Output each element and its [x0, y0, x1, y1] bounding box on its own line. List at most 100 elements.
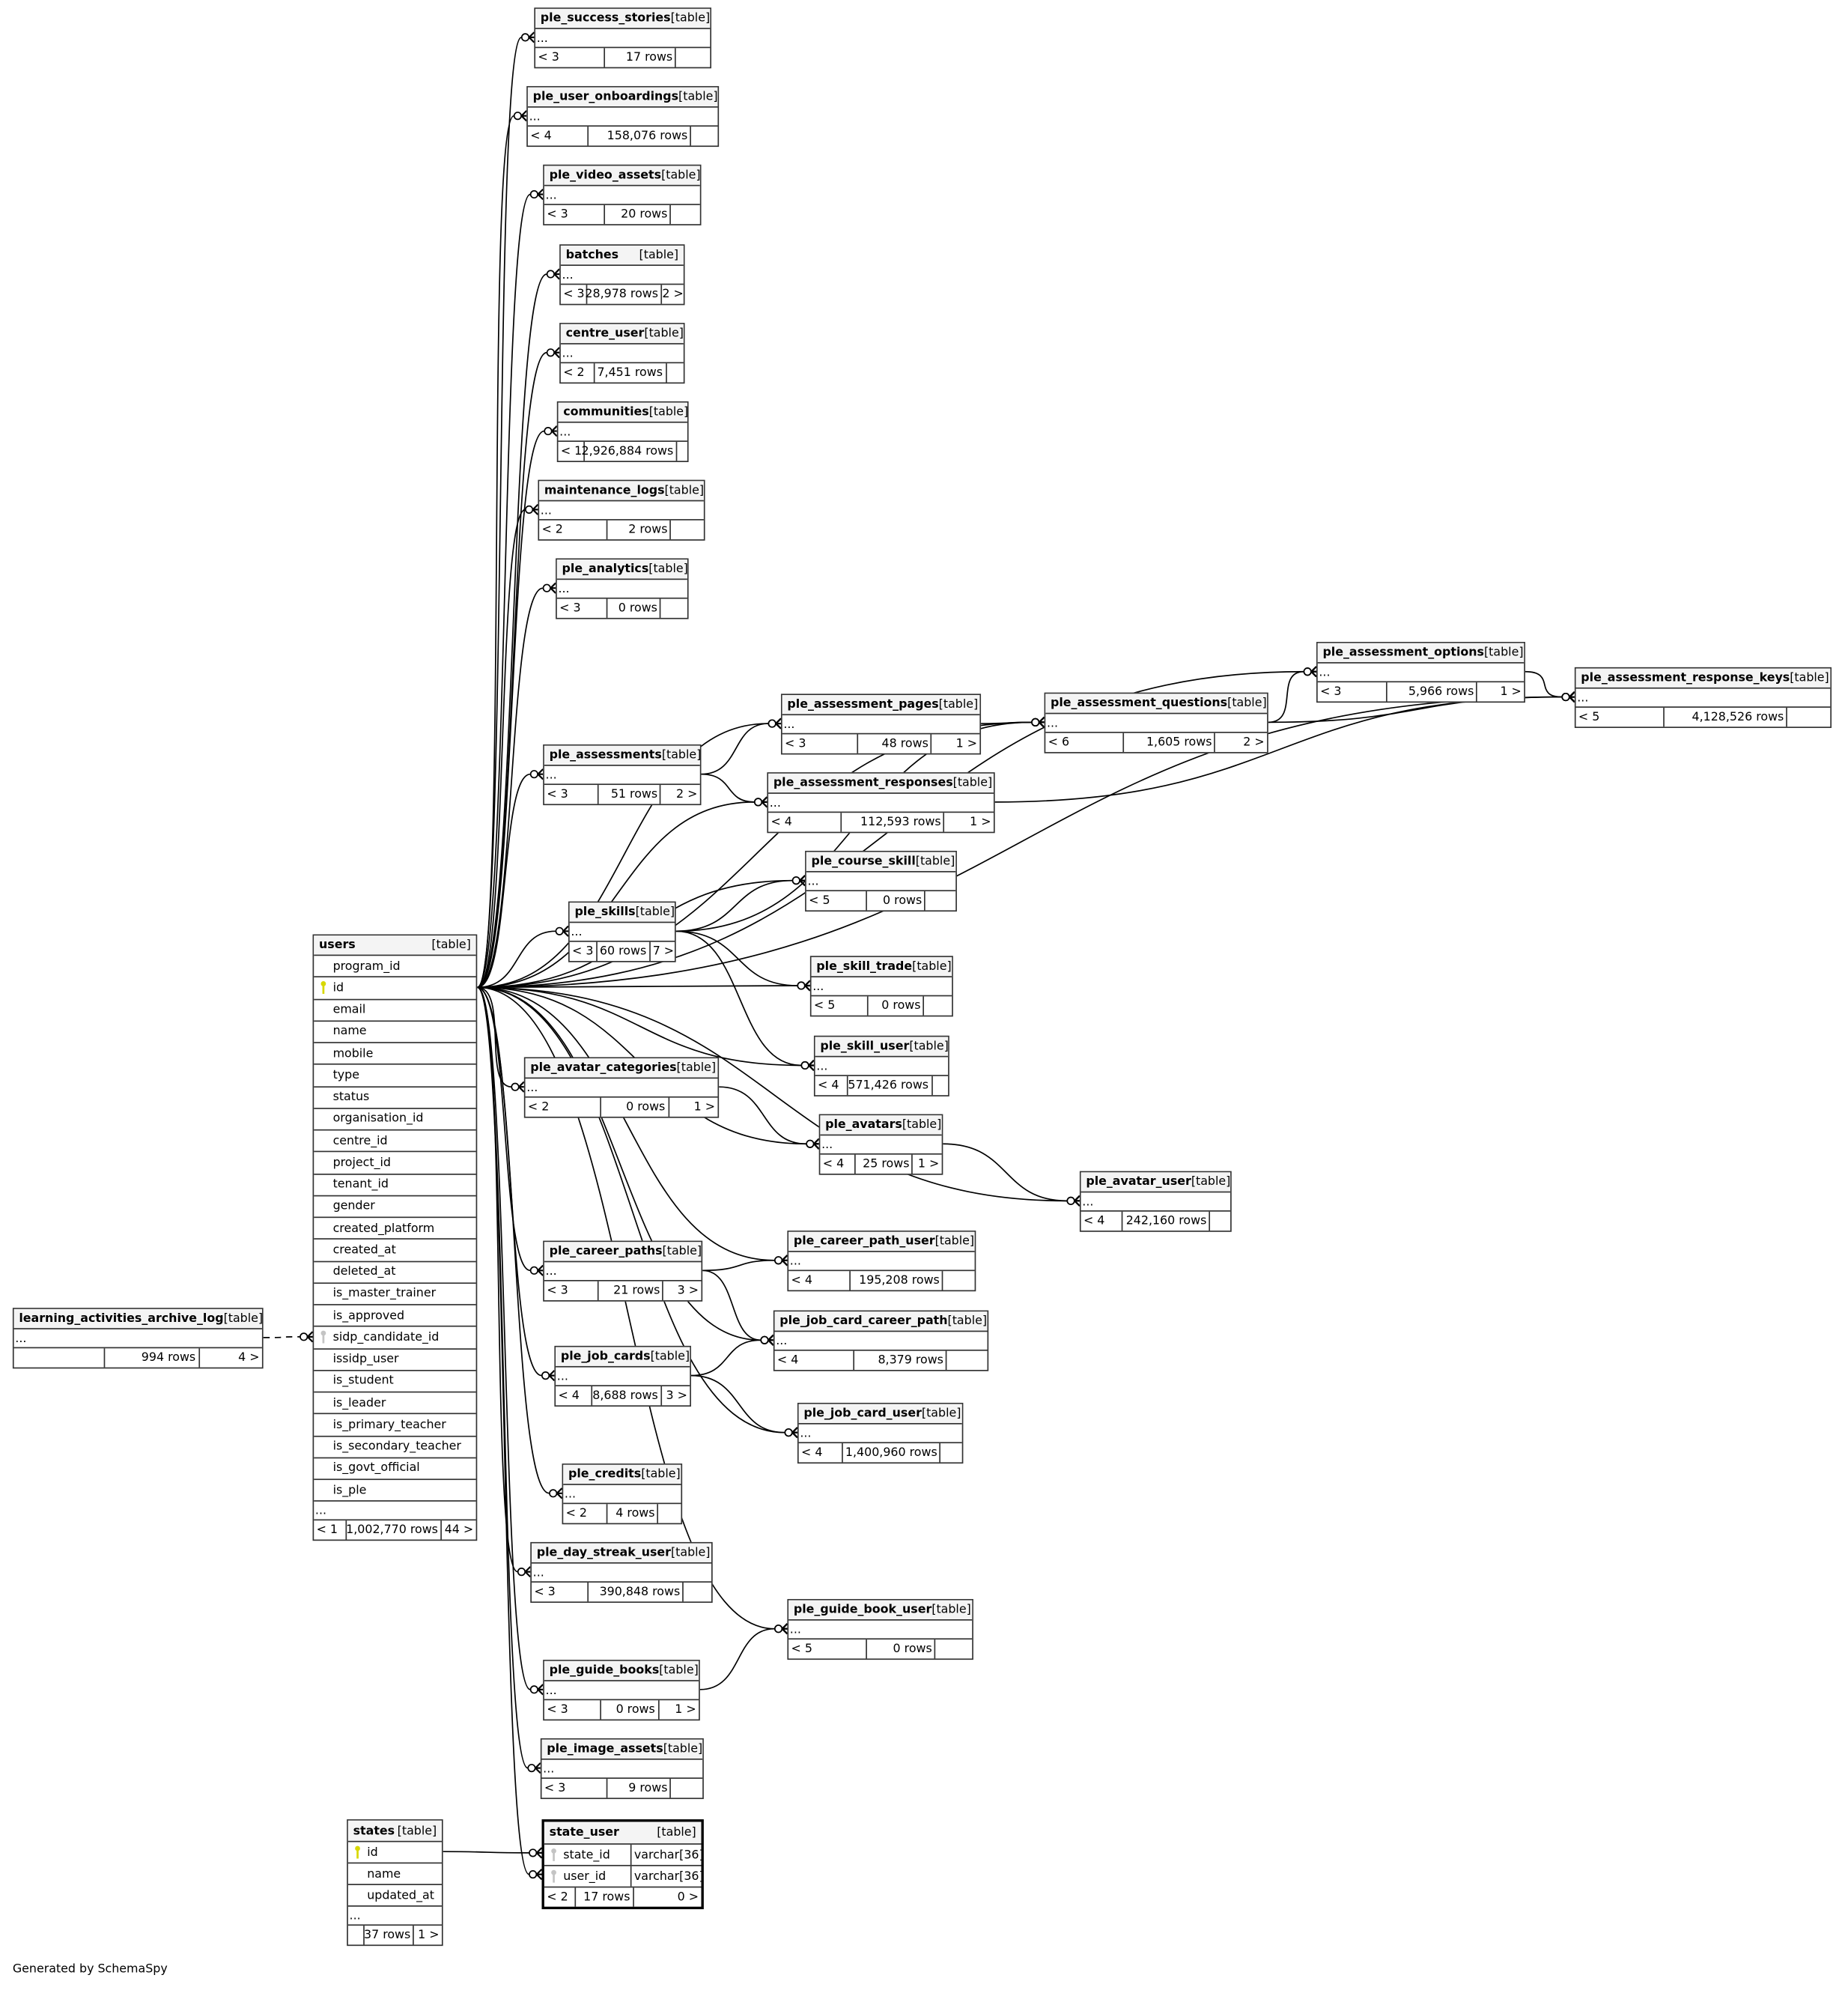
parents-count[interactable]: < 3: [534, 1585, 556, 1599]
parents-count[interactable]: < 6: [1048, 735, 1070, 750]
more-columns-row[interactable]: ...: [539, 501, 704, 521]
table-name[interactable]: ple_career_paths: [549, 1244, 663, 1259]
column-row[interactable]: created_at: [314, 1240, 476, 1262]
table-name[interactable]: ple_skills: [574, 905, 636, 920]
children-count[interactable]: [660, 598, 687, 618]
parents-count[interactable]: < 4: [791, 1273, 812, 1288]
children-count[interactable]: 1 >: [943, 813, 994, 832]
table-name[interactable]: learning_activities_archive_log: [19, 1311, 224, 1326]
children-count[interactable]: [675, 48, 711, 67]
table-name[interactable]: states: [353, 1824, 395, 1838]
parents-count[interactable]: < 3: [547, 787, 568, 802]
table-name[interactable]: ple_assessment_questions: [1051, 696, 1228, 711]
table-name[interactable]: batches: [565, 248, 619, 262]
children-count[interactable]: 1 >: [413, 1926, 442, 1945]
column-row[interactable]: is_primary_teacher: [314, 1415, 476, 1437]
parents-count[interactable]: < 3: [563, 287, 585, 302]
more-columns-row[interactable]: ...: [347, 1907, 442, 1926]
table-name[interactable]: ple_video_assets: [549, 168, 662, 183]
more-columns-row[interactable]: ...: [788, 1252, 975, 1272]
table-name[interactable]: ple_guide_books: [549, 1663, 660, 1678]
table-name[interactable]: ple_user_onboardings: [532, 90, 679, 104]
parents-count[interactable]: [14, 1348, 104, 1367]
children-count[interactable]: [657, 1504, 681, 1523]
more-columns-row[interactable]: ...: [788, 1621, 973, 1640]
children-count[interactable]: [1786, 707, 1831, 727]
children-count[interactable]: 1 >: [1476, 682, 1524, 702]
column-row[interactable]: program_id: [314, 956, 476, 978]
parents-count[interactable]: < 5: [1578, 710, 1600, 724]
children-count[interactable]: [665, 363, 683, 383]
parents-count[interactable]: < 5: [809, 894, 830, 908]
more-columns-row[interactable]: ...: [768, 794, 994, 813]
more-columns-row[interactable]: ...: [544, 1681, 699, 1701]
more-columns-row[interactable]: ...: [544, 186, 700, 205]
parents-count[interactable]: < 2: [527, 1099, 550, 1114]
table-name[interactable]: ple_avatar_categories: [530, 1061, 677, 1076]
table-name[interactable]: ple_skill_trade: [816, 959, 913, 974]
more-columns-row[interactable]: ...: [774, 1332, 988, 1351]
column-row[interactable]: tenant_id: [314, 1174, 476, 1197]
children-count[interactable]: [934, 1639, 972, 1659]
more-columns-row[interactable]: ...: [569, 923, 675, 942]
more-columns-row[interactable]: ...: [560, 266, 684, 285]
column-row[interactable]: sidp_candidate_id: [314, 1327, 476, 1350]
more-columns-row[interactable]: ...: [798, 1425, 962, 1444]
more-columns-row[interactable]: ...: [811, 977, 952, 997]
table-name[interactable]: ple_image_assets: [547, 1741, 663, 1756]
table-name[interactable]: ple_credits: [568, 1467, 642, 1481]
more-columns-row[interactable]: ...: [563, 1485, 681, 1505]
column-row[interactable]: is_master_trainer: [314, 1284, 476, 1305]
table-name[interactable]: ple_assessment_pages: [787, 697, 939, 712]
table-name[interactable]: ple_career_path_user: [793, 1234, 935, 1249]
table-name[interactable]: ple_job_card_user: [803, 1407, 922, 1421]
children-count[interactable]: 0 >: [632, 1887, 702, 1907]
children-count[interactable]: [946, 1350, 987, 1371]
children-count[interactable]: 44 >: [440, 1520, 475, 1540]
children-count[interactable]: 2 >: [1214, 732, 1267, 753]
parents-count[interactable]: < 3: [1320, 685, 1342, 700]
children-count[interactable]: 2 >: [660, 785, 700, 804]
more-columns-row[interactable]: ...: [782, 715, 980, 735]
column-row[interactable]: updated_at: [347, 1885, 442, 1907]
column-row[interactable]: is_ple: [314, 1480, 476, 1502]
children-count[interactable]: [942, 1271, 974, 1290]
children-count[interactable]: [675, 441, 687, 461]
parents-count[interactable]: < 4: [1083, 1214, 1105, 1228]
children-count[interactable]: 1 >: [667, 1097, 718, 1117]
column-row[interactable]: created_platform: [314, 1218, 476, 1240]
table-name[interactable]: ple_analytics: [562, 562, 649, 577]
parents-count[interactable]: < 1: [316, 1523, 338, 1538]
more-columns-row[interactable]: ...: [556, 580, 687, 599]
parents-count[interactable]: < 5: [813, 998, 836, 1013]
parents-count[interactable]: < 3: [785, 736, 806, 751]
children-count[interactable]: [940, 1443, 962, 1463]
table-name[interactable]: ple_day_streak_user: [536, 1545, 671, 1560]
table-name[interactable]: ple_assessment_options: [1322, 646, 1484, 660]
column-row[interactable]: is_secondary_teacher: [314, 1437, 476, 1458]
table-name[interactable]: ple_job_cards: [560, 1349, 651, 1364]
more-columns-row[interactable]: ...: [535, 29, 711, 49]
more-columns-row[interactable]: ...: [806, 873, 956, 892]
more-columns-row[interactable]: ...: [1080, 1192, 1231, 1212]
table-name[interactable]: centre_user: [565, 327, 645, 341]
table-name[interactable]: ple_assessments: [549, 748, 662, 762]
more-columns-row[interactable]: ...: [314, 1502, 476, 1521]
